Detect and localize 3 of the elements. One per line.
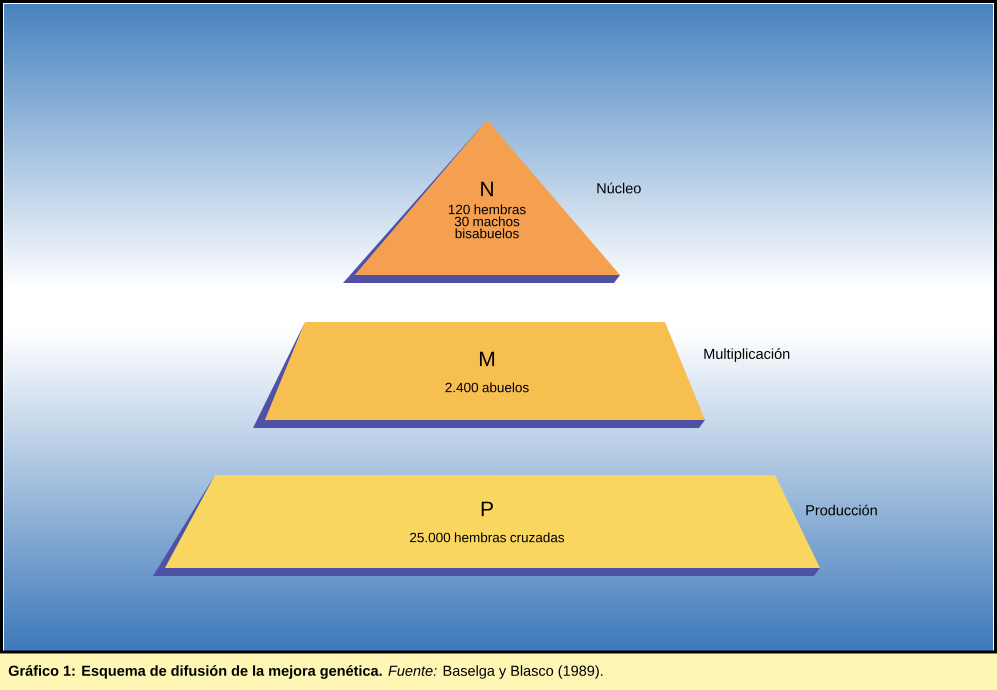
pyramid-tier: M 2.400 abuelos xyxy=(253,322,705,428)
tier-label: Multiplicación xyxy=(704,348,790,362)
caption: Gráfico 1: Esquema de difusión de la mejora genética. Fuente: Baselga y Blasco (1989). xyxy=(0,654,997,690)
